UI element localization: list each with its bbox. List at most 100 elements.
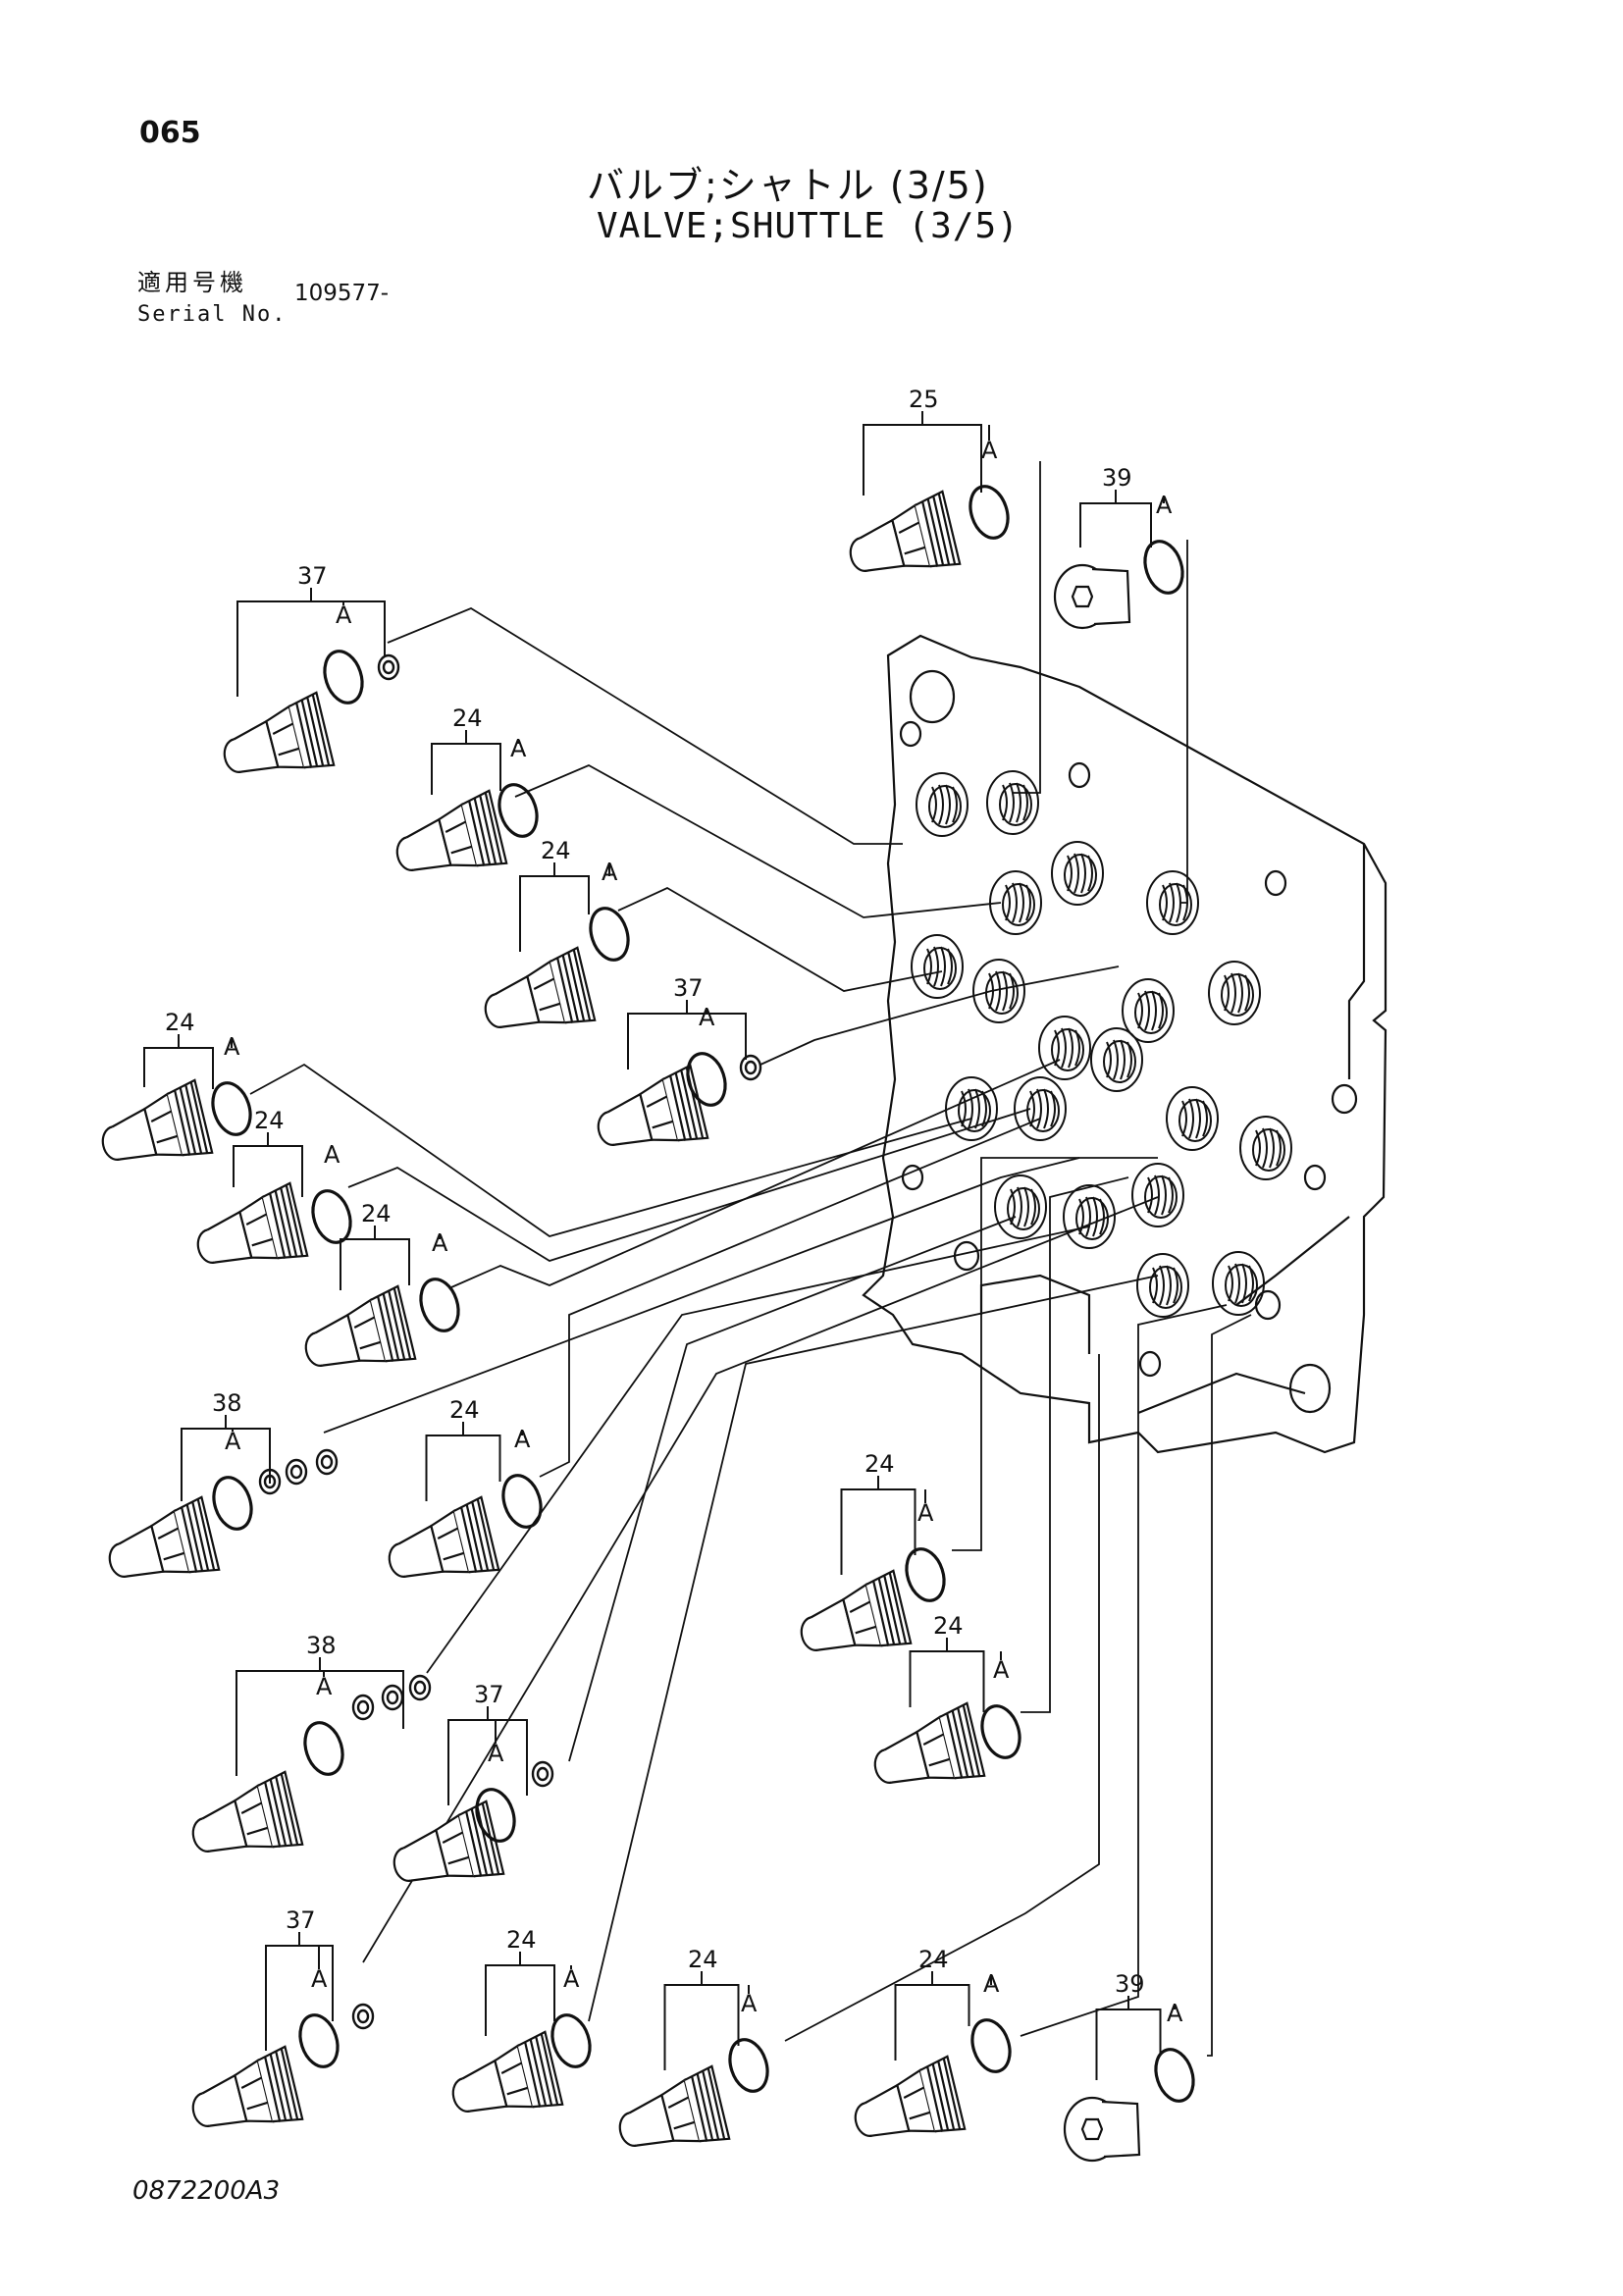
seal-letter-label: A [1167,2000,1183,2027]
callout-c10: A38 [99,1389,339,1593]
o-ring-part [898,1542,953,1607]
callout-bracket [340,1226,410,1285]
backup-ring-part [315,1448,339,1476]
callout-bracket [663,1971,740,2046]
seal-letter-label: A [432,1229,448,1257]
callout-c2: A 39 [1053,464,1191,630]
part-number-label: 39 [1102,464,1132,492]
part-number-label: 37 [474,1681,504,1708]
seal-letter-label: A [981,437,998,464]
seal-letter-label: A [699,1004,715,1031]
seal-letter-label: A [917,1499,934,1527]
fitting-part [588,1064,709,1162]
plug-part [1053,563,1131,630]
part-number-label: 24 [864,1450,895,1478]
serial-label-japanese: 適用号機 [137,269,247,296]
part-number-label: 39 [1115,1970,1145,1998]
o-ring-part [205,1471,260,1536]
callout-c17: A24 [443,1926,599,2128]
callout-c18: A24 [609,1946,776,2163]
callout-c16: A37 [183,1906,375,2143]
fitting-part [384,1800,505,1898]
backup-ring-part [285,1458,308,1486]
o-ring-part [582,902,637,966]
callout-bracket [863,411,982,493]
callout-c11: A24 [379,1396,550,1593]
fitting-part [187,1181,309,1279]
backup-ring-part [351,1694,375,1721]
seal-letter-label: A [324,1141,340,1169]
callout-bracket [233,1132,303,1197]
fitting-part [183,2045,304,2143]
callout-bracket [840,1476,916,1555]
part-number-label: 24 [452,704,483,732]
fitting-part [791,1569,913,1667]
title-english: VALVE;SHUTTLE (3/5) [597,206,1020,246]
part-number-label: 24 [361,1200,392,1227]
valve-body [862,634,1387,1454]
o-ring-part [721,2033,776,2098]
callout-group: A25A39A37A24A24A37A24A24A24A38A24A24A24A… [92,386,1202,2163]
o-ring-part [304,1184,359,1249]
part-number-label: 24 [506,1926,537,1954]
o-ring-part [1136,535,1191,600]
callout-c12: A 24 [791,1450,953,1667]
o-ring-part [296,1716,351,1781]
seal-letter-label: A [316,1673,333,1700]
callout-bracket [485,1952,555,2021]
fitting-part [840,490,962,588]
part-number-label: 24 [541,837,571,864]
callout-bracket [431,730,501,791]
callout-bracket [909,1638,985,1712]
o-ring-part [964,2013,1019,2078]
part-number-label: 24 [688,1946,718,1973]
o-ring-part [316,645,371,709]
callout-bracket [519,862,590,915]
fitting-part [92,1078,214,1176]
fitting-part [379,1495,500,1593]
seal-letter-label: A [983,1970,1000,1998]
callout-c7: A24 [92,1009,259,1176]
leader-lines [249,461,1252,2057]
backup-ring-part [377,653,400,681]
callout-bracket [265,1932,334,2021]
backup-ring-part [531,1760,554,1788]
o-ring-part [204,1076,259,1141]
page-number: 065 [139,116,201,150]
callout-bracket [425,1422,501,1482]
part-number-label: 24 [165,1009,195,1036]
o-ring-part [1147,2043,1202,2108]
backup-ring-part [739,1054,762,1081]
callout-c9: A 24 [295,1200,467,1383]
fitting-part [387,789,508,887]
fitting-part [443,2030,564,2128]
callout-c4: A 24 [387,704,546,887]
serial-number-value: 109577- [294,281,390,306]
fitting-part [845,2055,967,2153]
callout-c20: A 39 [1063,1970,1202,2163]
fitting-part [864,1701,986,1800]
seal-letter-label: A [514,1426,531,1453]
serial-label-english: Serial No. [137,302,288,327]
part-number-label: 38 [306,1632,337,1659]
backup-ring-part [351,2003,375,2030]
callout-bracket [1095,1996,1162,2056]
callout-bracket [447,1706,528,1796]
o-ring-part [291,2009,346,2073]
callout-c8: A24 [187,1107,359,1279]
o-ring-part [495,1469,550,1534]
backup-ring-part [381,1684,404,1711]
seal-letter-label: A [1156,492,1173,519]
callout-bracket [627,1000,747,1060]
part-number-label: 37 [297,562,328,590]
callout-bracket [143,1034,214,1089]
part-number-label: 25 [909,386,939,413]
fitting-part [214,691,336,789]
callout-c1: A 25 [840,386,1017,588]
callout-bracket [236,588,386,657]
callout-c19: A24 [845,1946,1019,2153]
callout-c13: A24 [864,1612,1028,1800]
callout-c3: A37 [214,562,400,789]
seal-letter-label: A [510,735,527,762]
